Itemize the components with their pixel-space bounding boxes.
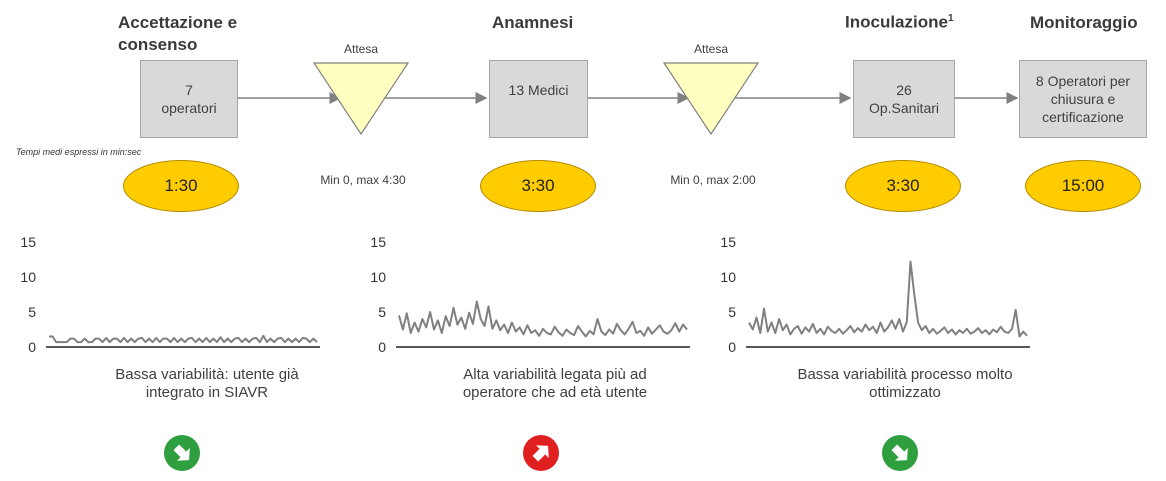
y-tick-label: 10 [20,269,36,285]
y-tick-label: 0 [378,339,386,355]
stage-title-accettazione: Accettazione e consenso [118,13,238,54]
stage-title-inoculazione-text: Inoculazione [845,12,948,32]
y-tick-label: 5 [728,304,736,320]
stage-title-monitoraggio: Monitoraggio [1030,13,1138,32]
time-ellipse-monitoraggio: 15:00 [1025,160,1141,212]
time-ellipse-anamnesi: 3:30 [480,160,596,212]
y-tick-label: 0 [728,339,736,355]
flow-connectors [238,62,1019,136]
trend-badge-down [164,435,200,471]
series-line [49,334,318,344]
footnote-marker: 1 [947,13,954,24]
y-tick-label: 15 [720,234,736,250]
box-text: 26 Op.Sanitari [868,82,940,116]
stage-title-inoculazione: Inoculazione1 [845,8,954,34]
process-box-inoculazione: 26 Op.Sanitari [853,60,955,138]
caption-anamnesi: Alta variabilità legata più ad operatore… [462,366,648,401]
y-tick-label: 5 [28,304,36,320]
box-text: 8 Operatori per chiusura e certificazion… [1035,73,1131,125]
process-box-monitoraggio: 8 Operatori per chiusura e certificazion… [1019,60,1147,138]
y-tick-label: 10 [370,269,386,285]
variability-chart-inoculazione: 0 5 10 15 [720,234,1030,355]
series-line [398,300,688,338]
arrow-down-right-icon [173,444,190,461]
caption-inoculazione: Bassa variabilità processo molto ottimiz… [797,366,1013,401]
variability-chart-anamnesi: 0 5 10 15 [370,234,690,355]
box-text: 7 operatori [161,82,217,116]
y-tick-label: 5 [378,304,386,320]
process-box-anamnesi: 13 Medici [489,60,588,138]
process-box-accettazione: 7 operatori [140,60,238,138]
box-text: 13 Medici [508,82,569,98]
wait-range: Min 0, max 4:30 [320,173,406,187]
wait-label: Attesa [343,42,379,56]
caption-accettazione: Bassa variabilità: utente già integrato … [115,366,299,401]
arrow-down-right-icon [891,444,908,461]
wait-triangle [662,62,760,136]
wait-triangle [312,62,410,136]
trend-badge-down [882,435,918,471]
y-tick-label: 0 [28,339,36,355]
variability-chart-accettazione: 0 5 10 15 [20,234,320,355]
time-ellipse-inoculazione: 3:30 [845,160,961,212]
stage-title-anamnesi: Anamnesi [492,13,574,32]
y-tick-label: 10 [720,269,736,285]
wait-range: Min 0, max 2:00 [670,173,756,187]
trend-badge-up [523,435,559,471]
y-tick-label: 15 [20,234,36,250]
time-ellipse-accettazione: 1:30 [123,160,239,212]
y-tick-label: 15 [370,234,386,250]
time-unit-note: Tempi medi espressi in min:sec [16,147,142,157]
arrow-up-right-icon [532,445,549,462]
wait-label: Attesa [693,42,729,56]
series-line [748,260,1028,338]
